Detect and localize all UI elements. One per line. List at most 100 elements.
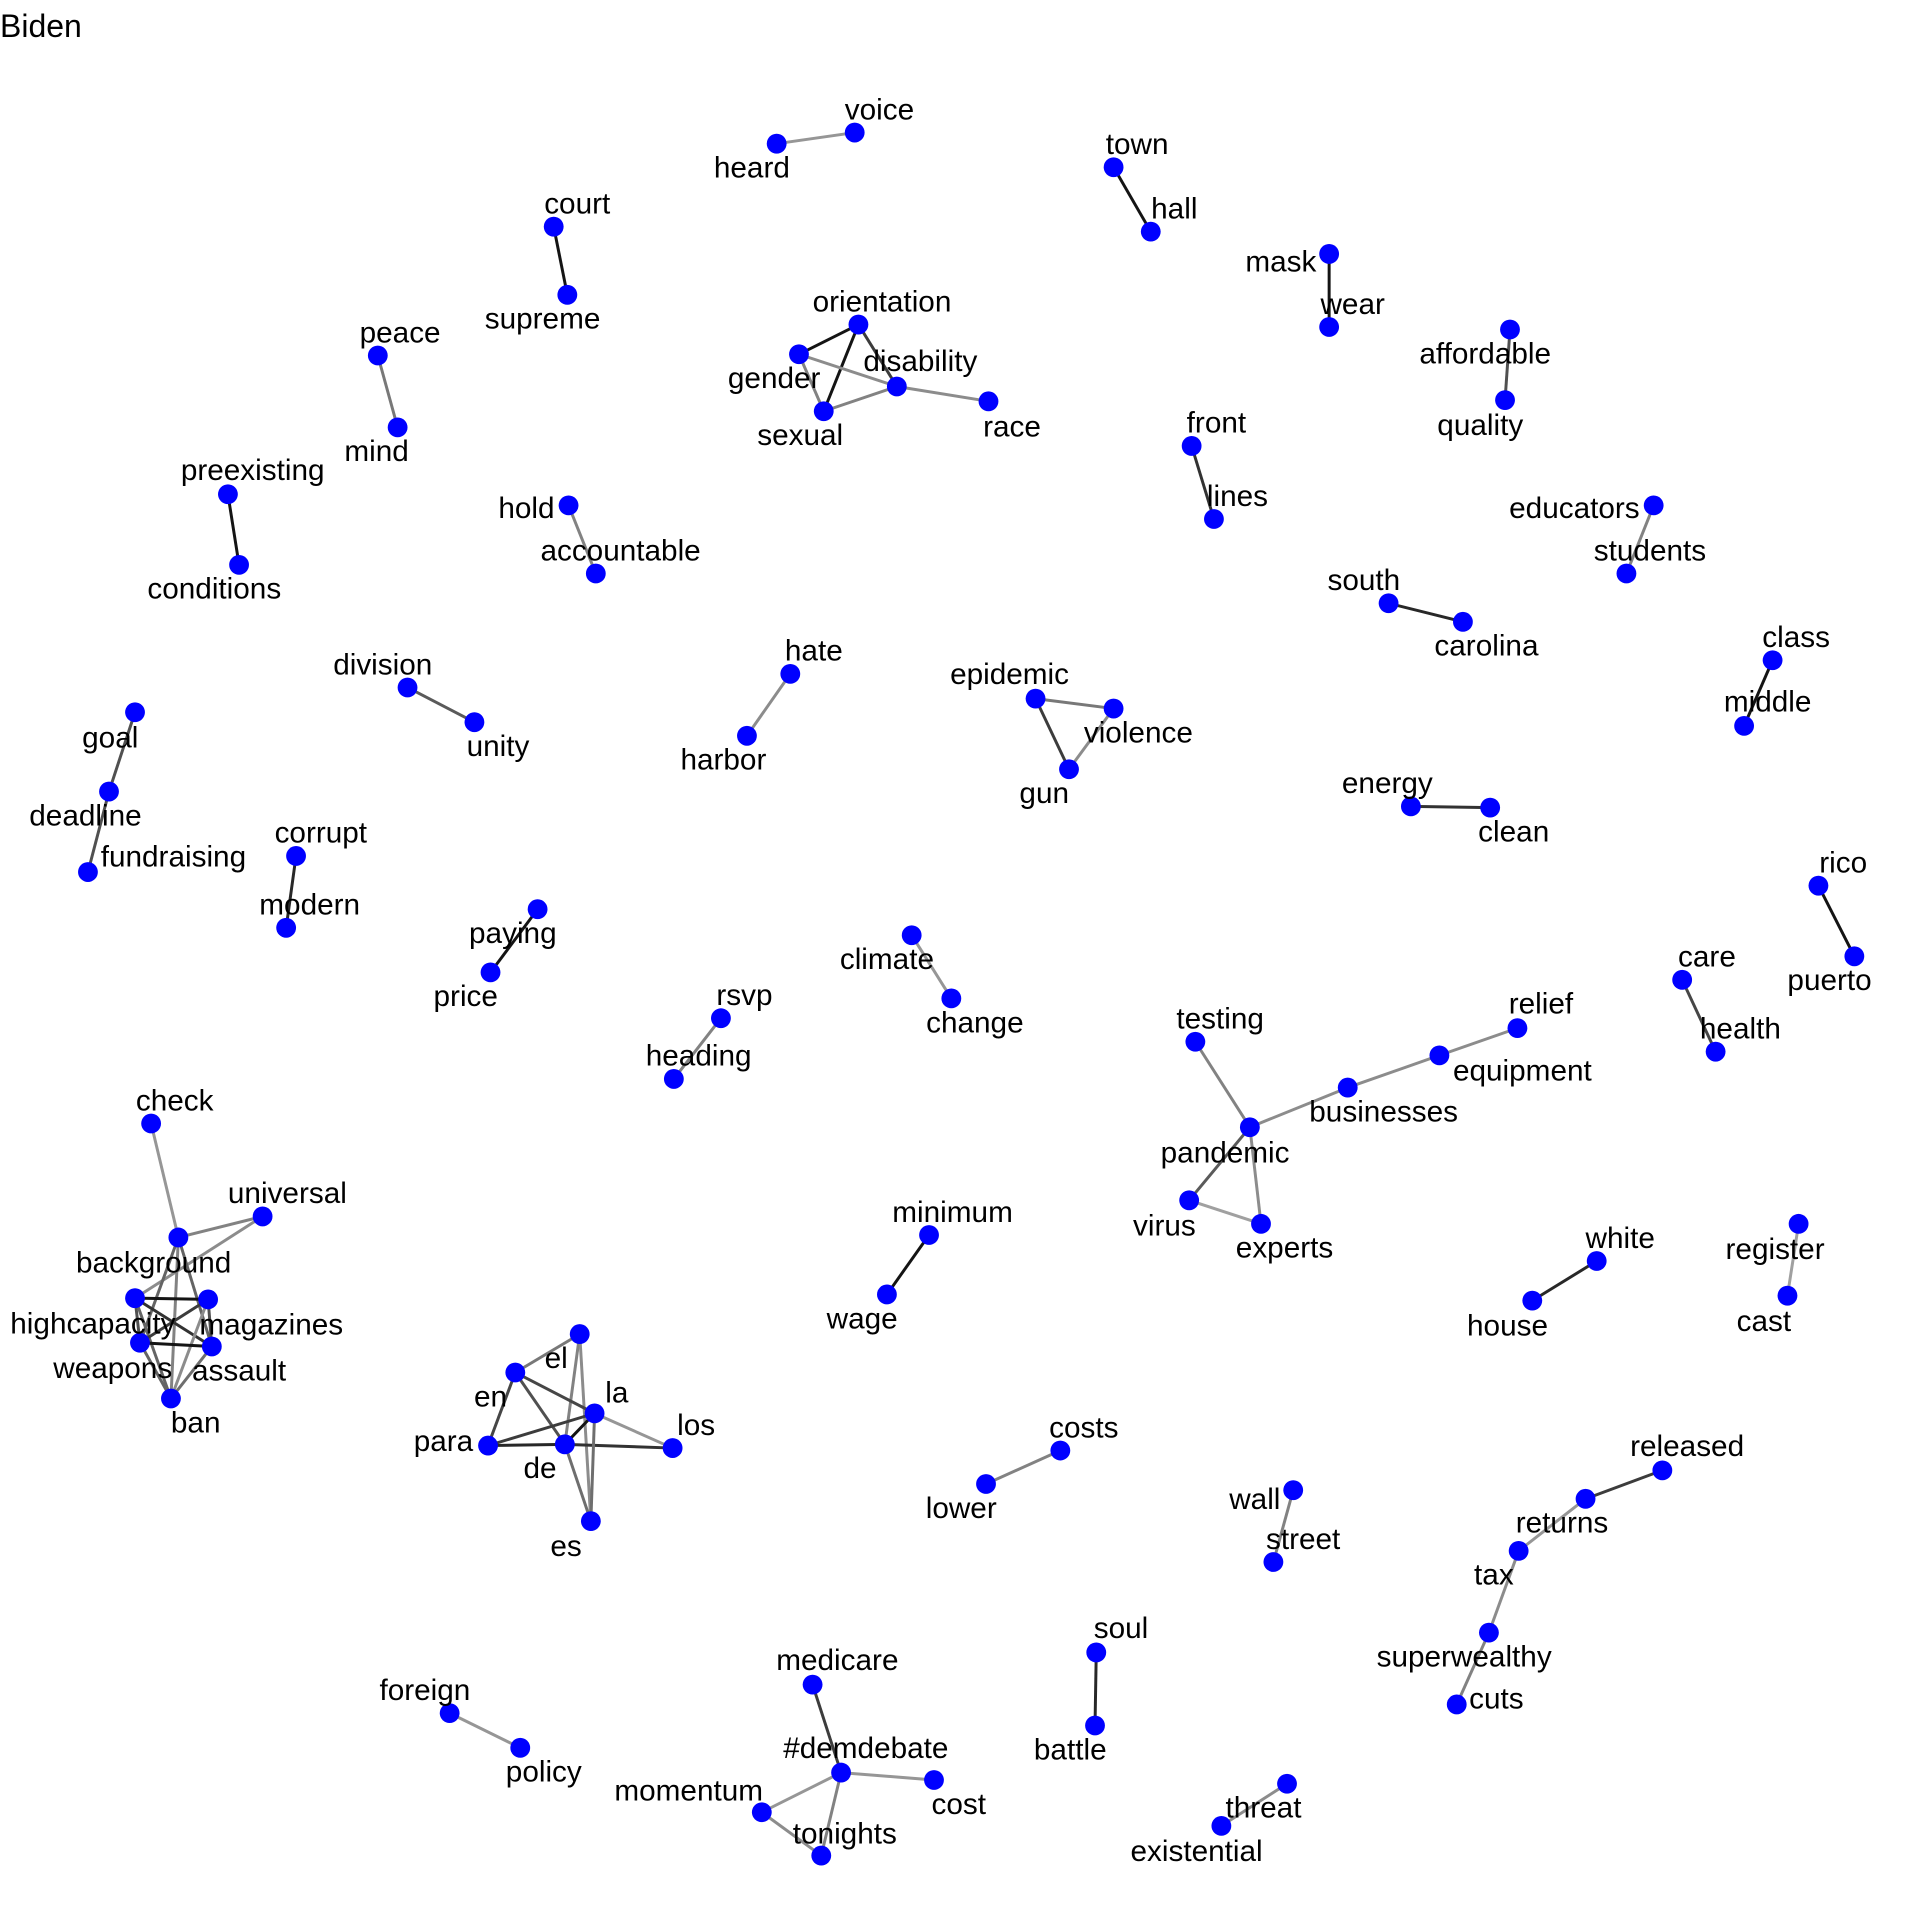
node-label-battle: battle xyxy=(1034,1733,1107,1766)
node-town xyxy=(1103,157,1124,178)
node-race xyxy=(978,391,999,412)
edge-sexual-disability xyxy=(823,385,898,413)
edge-equipment-relief xyxy=(1438,1026,1518,1057)
edge-gender-sexual xyxy=(797,353,826,412)
node-modern xyxy=(276,917,297,938)
node-ban xyxy=(161,1388,181,1409)
node-released xyxy=(1652,1460,1673,1481)
edge-background-ban xyxy=(169,1237,180,1399)
node-relief xyxy=(1507,1018,1528,1039)
node-superwealthy xyxy=(1479,1622,1499,1643)
edge-heard-voice xyxy=(776,131,855,146)
node-label-equipment: equipment xyxy=(1453,1055,1593,1088)
edge-corrupt-modern xyxy=(284,855,298,928)
node-students xyxy=(1616,563,1637,584)
node-sexual xyxy=(813,401,834,422)
edge-weapons-ban xyxy=(138,1342,173,1400)
node-fundraising xyxy=(78,862,98,882)
node-label-hold: hold xyxy=(498,492,554,525)
node-label-wear: wear xyxy=(1319,288,1385,321)
node-house xyxy=(1522,1290,1543,1311)
edge-released-returns xyxy=(1585,1468,1663,1501)
node-clean xyxy=(1480,797,1501,818)
edge-highcapacity-magazines xyxy=(134,1296,209,1301)
node-gender xyxy=(789,344,809,365)
node-el xyxy=(569,1324,590,1344)
node-label-students: students xyxy=(1594,534,1706,567)
edge-demdebate-momentum xyxy=(761,1771,842,1814)
edge-minimum-wage xyxy=(885,1234,931,1296)
node-minimum xyxy=(919,1225,939,1245)
node-label-cast: cast xyxy=(1737,1305,1792,1338)
edge-division-unity xyxy=(406,686,476,724)
edge-epidemic-gun xyxy=(1034,697,1071,770)
node-peace xyxy=(367,345,388,366)
node-label-lines: lines xyxy=(1207,480,1268,513)
node-label-existential: existential xyxy=(1131,1835,1263,1868)
edge-disability-race xyxy=(896,385,989,403)
node-en xyxy=(505,1362,526,1383)
node-la xyxy=(584,1403,605,1424)
node-highcapacity xyxy=(125,1288,145,1309)
edge-magazines-weapons xyxy=(139,1298,209,1345)
node-register xyxy=(1788,1213,1809,1234)
node-quality xyxy=(1495,390,1515,411)
node-label-price: price xyxy=(434,980,498,1013)
node-label-el: el xyxy=(545,1342,568,1375)
node-voice xyxy=(844,122,865,143)
node-corrupt xyxy=(286,846,306,866)
node-label-para: para xyxy=(414,1425,474,1458)
node-label-conditions: conditions xyxy=(147,573,281,606)
node-label-modern: modern xyxy=(259,889,360,922)
node-care xyxy=(1672,969,1693,990)
node-gun xyxy=(1059,759,1079,780)
node-label-sexual: sexual xyxy=(757,419,843,452)
node-change xyxy=(941,988,962,1009)
node-label-house: house xyxy=(1467,1310,1548,1343)
node-label-testing: testing xyxy=(1176,1003,1264,1036)
edge-affordable-quality xyxy=(1503,329,1512,401)
node-label-hate: hate xyxy=(785,635,843,668)
node-label-race: race xyxy=(983,410,1041,443)
edge-background-assault xyxy=(176,1237,214,1347)
node-label-accountable: accountable xyxy=(540,534,700,567)
node-label-carolina: carolina xyxy=(1434,630,1539,663)
edge-foreign-policy xyxy=(448,1711,521,1750)
edge-businesses-equipment xyxy=(1347,1053,1440,1089)
edge-energy-clean xyxy=(1410,804,1491,810)
node-label-quality: quality xyxy=(1437,409,1523,442)
node-rsvp xyxy=(711,1008,731,1029)
node-label-check: check xyxy=(136,1084,214,1117)
edge-gender-disability xyxy=(798,352,898,388)
edge-deadline-fundraising xyxy=(86,791,111,873)
node-label-energy: energy xyxy=(1342,767,1433,800)
node-goal xyxy=(125,702,145,723)
node-affordable xyxy=(1500,319,1520,340)
node-class xyxy=(1762,650,1783,671)
node-label-foreign: foreign xyxy=(379,1674,470,1707)
edge-preexisting-conditions xyxy=(226,494,241,566)
node-battle xyxy=(1085,1715,1105,1736)
node-conditions xyxy=(229,554,249,575)
node-background xyxy=(168,1227,189,1248)
node-pandemic xyxy=(1239,1117,1260,1138)
node-label-tonights: tonights xyxy=(793,1818,897,1851)
node-weapons xyxy=(130,1332,150,1353)
node-label-orientation: orientation xyxy=(813,285,952,318)
edge-el-es xyxy=(578,1334,593,1522)
node-label-harbor: harbor xyxy=(680,744,766,777)
node-cost xyxy=(924,1770,944,1790)
edge-educators-students xyxy=(1625,504,1656,575)
node-existential xyxy=(1211,1815,1232,1836)
node-label-experts: experts xyxy=(1236,1232,1333,1265)
node-label-hall: hall xyxy=(1151,192,1197,225)
edge-rsvp-heading xyxy=(672,1017,723,1080)
node-label-clean: clean xyxy=(1478,815,1549,848)
edge-weapons-assault xyxy=(139,1341,212,1348)
node-es xyxy=(580,1511,601,1532)
edge-class-middle xyxy=(1742,659,1774,727)
node-label-la: la xyxy=(605,1377,629,1410)
node-label-affordable: affordable xyxy=(1419,337,1551,370)
node-tonights xyxy=(811,1845,832,1866)
node-label-rico: rico xyxy=(1819,846,1867,879)
